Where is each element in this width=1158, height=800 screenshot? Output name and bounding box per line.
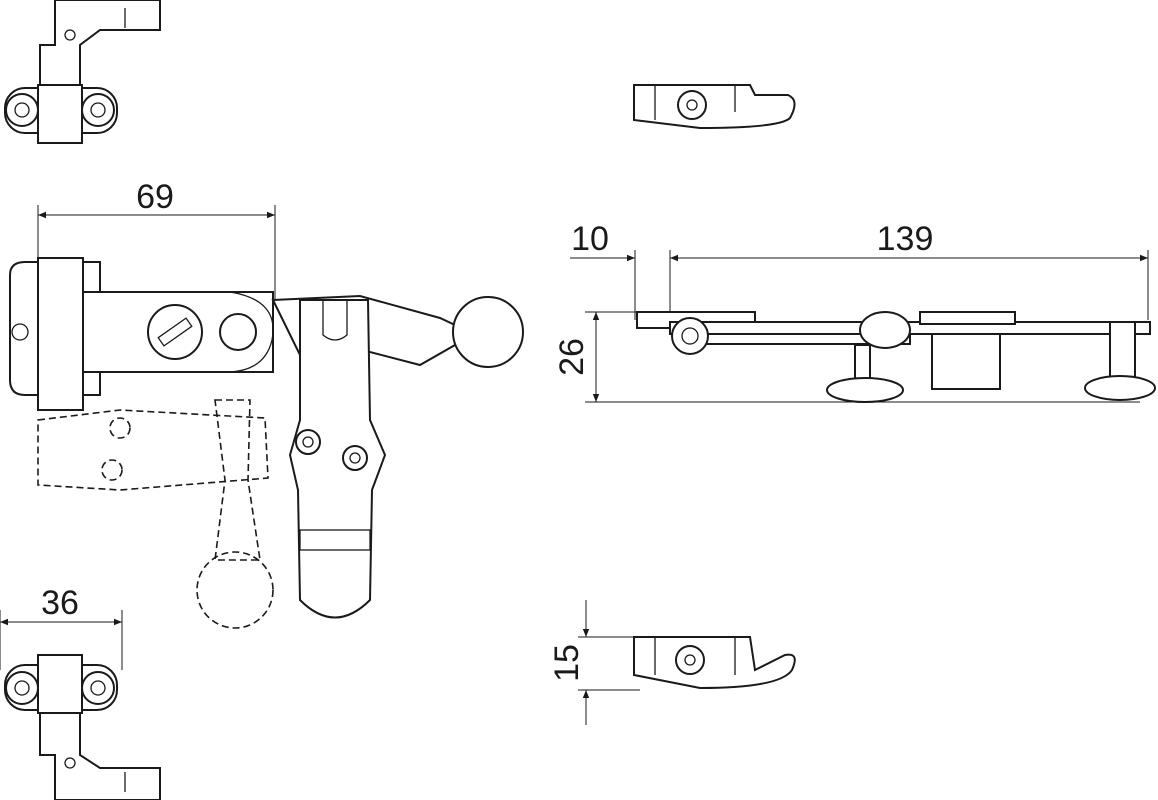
dimension-label-36: 36 (41, 584, 79, 622)
hook-view-bottom (633, 636, 796, 690)
dimension-label-26: 26 (553, 338, 591, 376)
dimension-label-69: 69 (136, 178, 174, 216)
clamp-side-view (636, 311, 1156, 403)
hook-view-top (633, 84, 796, 130)
dimension-label-15: 15 (548, 644, 586, 682)
clamp-top-view (9, 257, 524, 629)
end-view-bottom (4, 654, 161, 800)
dimension-label-139: 139 (877, 220, 934, 258)
end-view-top (4, 0, 161, 144)
dimension-69: 69 (37, 178, 276, 300)
dimension-15: 15 (548, 600, 640, 725)
dimension-36: 36 (0, 584, 123, 670)
dimension-label-10: 10 (571, 220, 609, 258)
dimension-10-139: 10 139 (570, 220, 1149, 320)
